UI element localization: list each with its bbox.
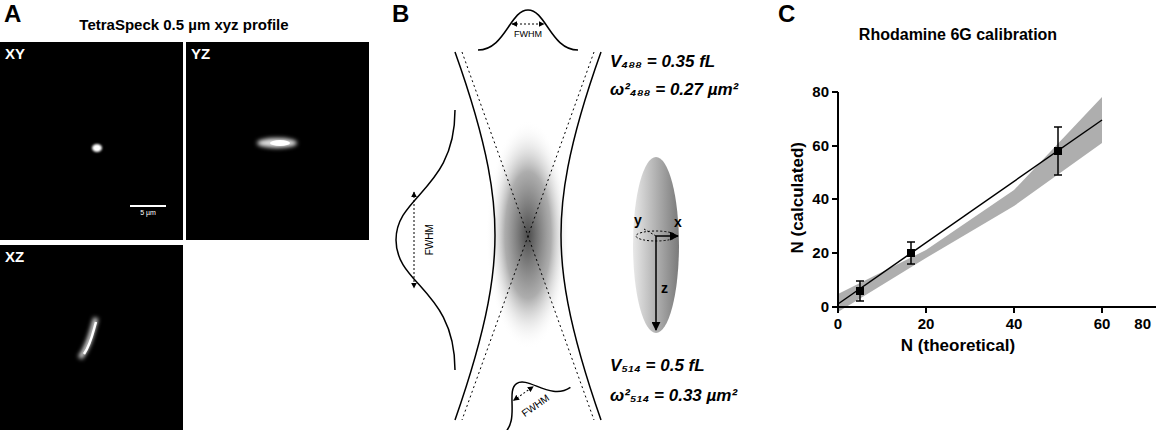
volume-value: V₅₁₄ = 0.5 fL <box>610 356 705 376</box>
tick-label: 20 <box>918 315 935 332</box>
calibration-chart <box>832 92 1156 313</box>
axis-name: x <box>674 214 682 230</box>
fwhm-label: FWHM <box>424 224 436 255</box>
scale-bar-label: 5 µm <box>140 209 156 217</box>
chart-title: Rhodamine 6G calibration <box>859 26 1057 44</box>
axis-name: z <box>661 280 668 296</box>
tick-label: 60 <box>1094 315 1111 332</box>
axis-name: y <box>634 212 642 228</box>
tick-label: 80 <box>812 83 829 100</box>
waist-value: ω²₅₁₄ = 0.33 µm² <box>610 386 737 406</box>
panel-letter: C <box>778 0 795 28</box>
waist-value: ω²₄₈₈ = 0.27 µm² <box>610 80 738 100</box>
tick-label: 0 <box>834 315 842 332</box>
panel-letter: A <box>4 0 21 28</box>
panel-letter: B <box>392 0 409 28</box>
tick-label: 0 <box>821 298 829 315</box>
microscopy-images <box>0 42 369 430</box>
view-label: XZ <box>0 245 183 268</box>
fwhm-label: FWHM <box>514 29 542 39</box>
view-label: YZ <box>186 42 369 65</box>
tick-label: 80 <box>1134 315 1151 332</box>
axis-title: N (calculated) <box>788 142 808 253</box>
tick-label: 20 <box>812 244 829 261</box>
tick-label: 60 <box>812 137 829 154</box>
panel-title: TetraSpeck 0.5 µm xyz profile <box>79 16 288 33</box>
axis-title: N (theoretical) <box>901 336 1015 356</box>
tick-label: 40 <box>812 190 829 207</box>
tick-label: 40 <box>1006 315 1023 332</box>
volume-value: V₄₈₈ = 0.35 fL <box>610 52 715 72</box>
image-panel: YZ <box>186 42 369 240</box>
view-label: XY <box>0 42 183 65</box>
image-panel: XZ <box>0 245 183 430</box>
fwhm-label: FWHM <box>520 392 552 419</box>
